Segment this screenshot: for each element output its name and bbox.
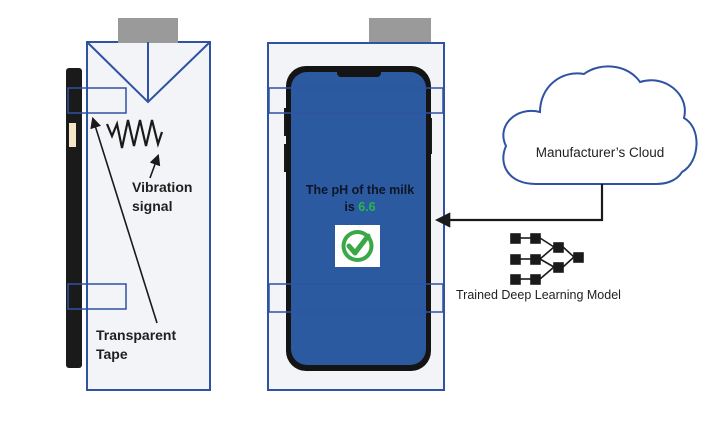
neural-network-icon	[510, 233, 584, 285]
transparent-tape-label: Transparent Tape	[96, 326, 176, 364]
right-carton	[267, 18, 445, 391]
cloud-to-phone-arrow	[434, 184, 604, 228]
carton-cap	[118, 18, 178, 43]
phone-message-prefix: is	[344, 200, 359, 214]
phone-ph-message: The pH of the milk is 6.6	[293, 182, 427, 216]
zigzag-spring-icon	[105, 119, 164, 149]
deep-learning-model-label: Trained Deep Learning Model	[456, 288, 621, 302]
right-carton-cap	[369, 18, 431, 45]
ph-value: 6.6	[358, 200, 376, 214]
check-badge-icon	[335, 225, 380, 267]
cloud-icon	[502, 65, 698, 185]
tape-band-top	[268, 87, 444, 114]
phone-screen	[291, 72, 426, 365]
tape-patch-bottom	[67, 283, 127, 310]
tape-label-line2: Tape	[96, 346, 128, 362]
phone-notch	[337, 68, 381, 77]
cloud-label: Manufacturer’s Cloud	[535, 145, 665, 160]
vibration-signal-label: Vibration signal	[132, 178, 192, 216]
tape-arrow	[90, 116, 158, 324]
vibration-label-line2: signal	[132, 198, 173, 214]
tape-label-line1: Transparent	[96, 327, 177, 343]
phone-message-line2: is 6.6	[293, 199, 427, 216]
vibration-arrow	[149, 153, 161, 179]
tape-patch-top	[67, 87, 127, 114]
tape-band-bottom	[268, 283, 444, 313]
vibration-label-line1: Vibration	[132, 179, 193, 195]
phone-message-line1: The pH of the milk	[305, 183, 415, 197]
phone-side-button	[69, 123, 76, 147]
left-carton	[66, 18, 211, 391]
